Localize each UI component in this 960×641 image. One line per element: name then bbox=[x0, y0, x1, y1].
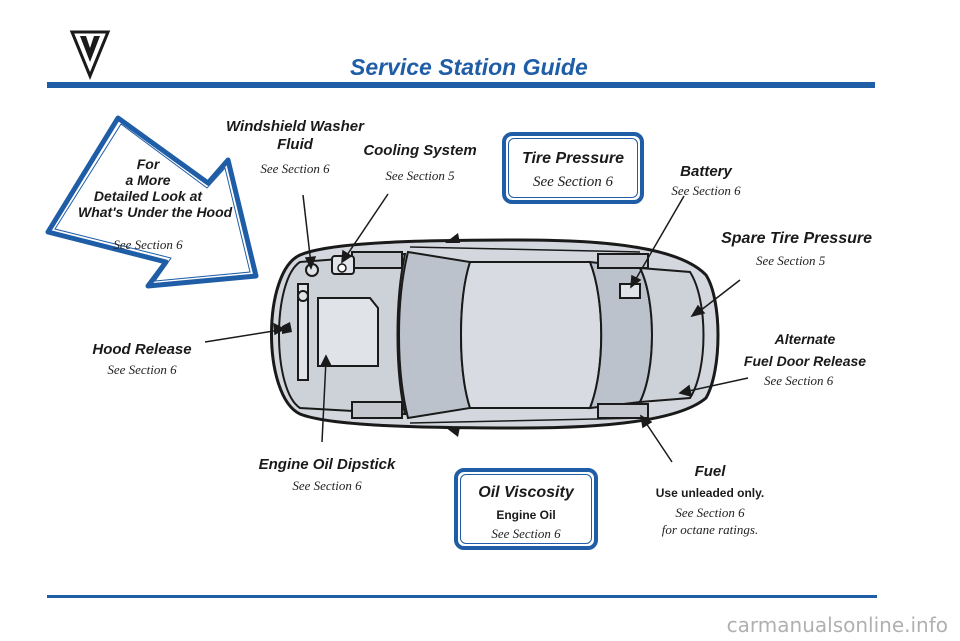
fuel-note: for octane ratings. bbox=[661, 522, 759, 537]
altfuel-title1: Alternate bbox=[774, 331, 836, 347]
arrow-ref: See Section 6 bbox=[113, 237, 183, 252]
radiator bbox=[297, 283, 309, 381]
radiator-cap bbox=[297, 290, 309, 302]
page-title: Service Station Guide bbox=[350, 54, 588, 80]
battery-box bbox=[619, 283, 641, 299]
oil-viscosity-title: Oil Viscosity bbox=[478, 484, 574, 501]
washer-title1: Windshield Washer bbox=[226, 118, 364, 135]
arrow-line2: a More bbox=[125, 172, 171, 188]
wheel-fr bbox=[351, 401, 403, 419]
header-rule bbox=[47, 82, 875, 88]
leader-spare bbox=[695, 279, 741, 315]
leader-cooling bbox=[344, 193, 389, 259]
arrow-line4: What's Under the Hood bbox=[78, 204, 233, 220]
spare-title: Spare Tire Pressure bbox=[721, 230, 872, 247]
watermark: carmanualsonline.info bbox=[726, 613, 948, 637]
oil-viscosity-ref: See Section 6 bbox=[491, 526, 561, 541]
engine-block bbox=[317, 297, 379, 367]
leader-hood bbox=[204, 329, 281, 343]
fuel-ref: See Section 6 bbox=[675, 505, 745, 520]
battery-ref: See Section 6 bbox=[671, 183, 741, 198]
footer-rule bbox=[47, 595, 877, 598]
washer-ref: See Section 6 bbox=[260, 161, 330, 176]
trunk bbox=[638, 266, 705, 404]
arrow-line3: Detailed Look at bbox=[93, 188, 203, 204]
tire-pressure-title: Tire Pressure bbox=[522, 150, 624, 167]
leader-fuel bbox=[643, 419, 673, 463]
fuel-sub: Use unleaded only. bbox=[655, 486, 765, 500]
dipstick-title: Engine Oil Dipstick bbox=[258, 456, 396, 473]
altfuel-title2: Fuel Door Release bbox=[743, 353, 867, 369]
hood-title: Hood Release bbox=[92, 341, 192, 358]
cooling-ref: See Section 5 bbox=[385, 168, 455, 183]
leader-battery bbox=[632, 195, 685, 285]
wheel-fl bbox=[351, 251, 403, 269]
washer-title2: Fluid bbox=[277, 136, 313, 153]
oil-viscosity-box: Oil Viscosity Engine Oil See Section 6 bbox=[454, 468, 598, 550]
leader-washer bbox=[302, 194, 312, 265]
altfuel-ref: See Section 6 bbox=[764, 373, 834, 388]
dipstick-ref: See Section 6 bbox=[292, 478, 362, 493]
tire-pressure-box: Tire Pressure See Section 6 bbox=[502, 132, 644, 204]
tire-pressure-ref: See Section 6 bbox=[533, 174, 613, 190]
leader-altfuel bbox=[683, 377, 749, 393]
cooling-title: Cooling System bbox=[363, 142, 477, 159]
hood-ref: See Section 6 bbox=[107, 362, 177, 377]
wheel-rl bbox=[597, 253, 649, 269]
battery-title: Battery bbox=[680, 163, 732, 180]
leader-dipstick bbox=[321, 359, 327, 443]
oil-viscosity-sub: Engine Oil bbox=[496, 508, 556, 522]
fuel-title: Fuel bbox=[694, 463, 726, 480]
windshield bbox=[398, 250, 472, 420]
left-mirror bbox=[445, 233, 460, 243]
roof bbox=[460, 261, 603, 409]
wheel-rr bbox=[597, 403, 649, 419]
arrow-line1: For bbox=[136, 156, 160, 172]
spare-ref: See Section 5 bbox=[756, 253, 826, 268]
right-mirror bbox=[445, 427, 460, 437]
hood-latch bbox=[282, 322, 292, 334]
